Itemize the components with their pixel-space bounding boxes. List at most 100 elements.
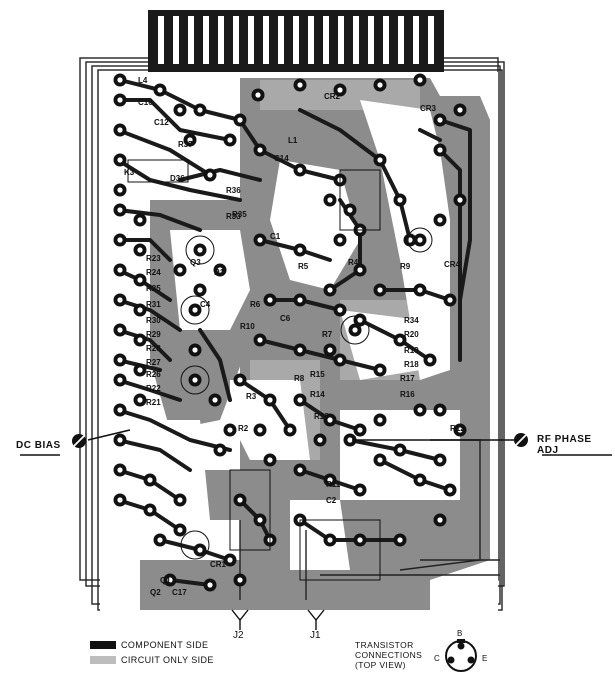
ref-designator-r10: R10 [240, 322, 255, 331]
ref-designator-l1: L1 [288, 136, 298, 145]
ref-designator-r13: R13 [314, 412, 329, 421]
pad-hole [117, 357, 123, 363]
connector-finger [428, 16, 434, 64]
connector-finger [293, 16, 299, 64]
pad-hole [417, 407, 423, 413]
pad-hole [397, 447, 403, 453]
pad-hole [147, 507, 153, 513]
connector-finger [203, 16, 209, 64]
pad-hole [117, 327, 123, 333]
ref-designator-r17: R17 [400, 374, 415, 383]
pad-hole [417, 237, 423, 243]
pad-hole [227, 557, 233, 563]
pad-hole [117, 187, 123, 193]
ref-designator-r23: R23 [146, 254, 161, 263]
ref-designator-r7: R7 [322, 330, 333, 339]
ref-designator-r36: R36 [226, 186, 241, 195]
pad-hole [137, 217, 143, 223]
transistor-pin-b-label: B [457, 629, 463, 638]
pad-hole [327, 537, 333, 543]
pad-hole [137, 367, 143, 373]
ref-designator-c2: C2 [326, 496, 337, 505]
ref-designator-r27: R27 [146, 358, 161, 367]
connector-finger [263, 16, 269, 64]
pad-hole [437, 147, 443, 153]
pad-hole [297, 397, 303, 403]
pad-hole [117, 437, 123, 443]
pad-hole [237, 497, 243, 503]
ref-designator-r11: R11 [326, 480, 341, 489]
dc-bias-label: DC BIAS [16, 440, 61, 451]
transistor-caption-line1: TRANSISTOR [355, 640, 414, 650]
pad-hole [117, 127, 123, 133]
pad-hole [255, 92, 261, 98]
pad-hole [212, 397, 218, 403]
pad-hole [457, 107, 463, 113]
pad-hole [407, 237, 413, 243]
connector-finger [278, 16, 284, 64]
pad-hole [357, 317, 363, 323]
connector-finger [353, 16, 359, 64]
ref-designator-cr1: CR1 [210, 560, 227, 569]
pad-hole [177, 527, 183, 533]
connector-finger [383, 16, 389, 64]
transistor-caption-line3: (TOP VIEW) [355, 660, 406, 670]
ref-designator-k3: K3 [124, 168, 135, 177]
pad-hole [327, 347, 333, 353]
pad-hole [137, 397, 143, 403]
pad-hole [177, 267, 183, 273]
connector-finger [323, 16, 329, 64]
pad-hole [177, 107, 183, 113]
ref-designator-r14: R14 [310, 390, 325, 399]
pad-hole [257, 517, 263, 523]
pad-hole [337, 237, 343, 243]
pad-hole [192, 347, 198, 353]
pad-hole [287, 427, 293, 433]
pad-hole [437, 517, 443, 523]
pad-hole [377, 457, 383, 463]
pad-hole [137, 247, 143, 253]
pad-hole [417, 477, 423, 483]
pad-hole [437, 117, 443, 123]
pad-hole [297, 467, 303, 473]
connector-finger [188, 16, 194, 64]
pad-hole [117, 297, 123, 303]
pad-hole [337, 307, 343, 313]
connector-symbols [231, 609, 325, 630]
ref-designator-r5: R5 [298, 262, 309, 271]
pad-hole [207, 582, 213, 588]
pad-hole [137, 337, 143, 343]
pad-hole [117, 237, 123, 243]
pad-hole [197, 247, 203, 253]
ref-designator-c16: C16 [138, 98, 153, 107]
ref-designator-r33: R33 [226, 212, 241, 221]
pad-hole [177, 497, 183, 503]
pad-hole [137, 307, 143, 313]
pad-hole [267, 297, 273, 303]
connector-finger [158, 16, 164, 64]
pad-hole [297, 347, 303, 353]
pad-hole [192, 307, 198, 313]
pad-hole [337, 357, 343, 363]
pad-hole [167, 577, 173, 583]
pad-hole [447, 487, 453, 493]
pad-hole [377, 367, 383, 373]
ref-designator-r35: R35 [232, 210, 247, 219]
pad-hole [427, 357, 433, 363]
connector-finger [173, 16, 179, 64]
pad-hole [197, 547, 203, 553]
pad-hole [117, 157, 123, 163]
pad-hole [357, 267, 363, 273]
ref-designator-c1: C1 [270, 232, 281, 241]
pad-hole [192, 377, 198, 383]
pad-hole [117, 497, 123, 503]
pad-hole [207, 172, 213, 178]
pad-hole [117, 377, 123, 383]
pad-hole [352, 327, 358, 333]
transistor-pin-e-label: E [482, 654, 488, 663]
ref-designator-r25: R25 [146, 284, 161, 293]
connector-finger [308, 16, 314, 64]
pad-hole [117, 97, 123, 103]
